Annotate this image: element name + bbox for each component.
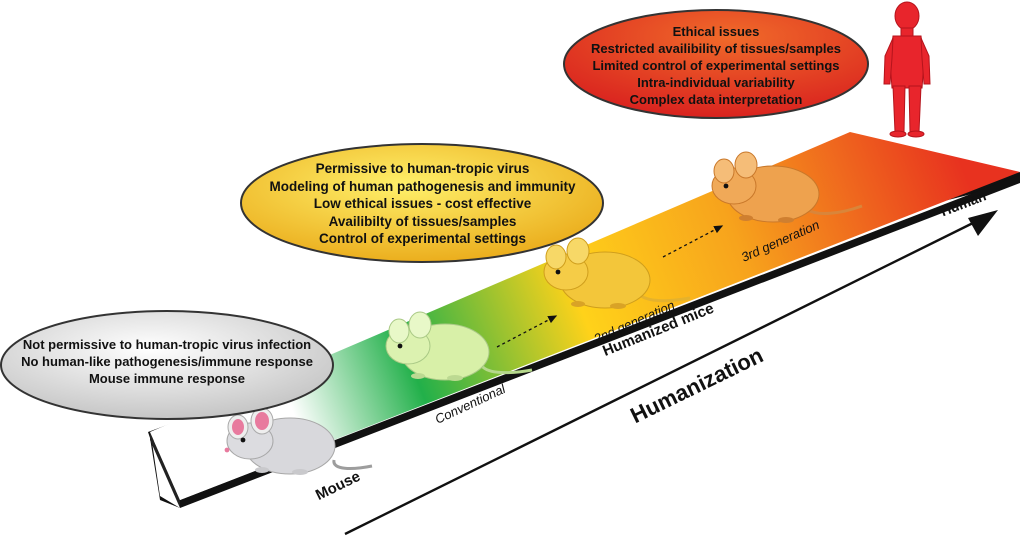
dashed-arrow-2 [662,225,724,258]
humanization-arrow [344,210,998,536]
platform [148,132,1020,508]
bubble-human-line: Complex data interpretation [629,92,803,107]
bubble-human-line: Ethical issues [672,24,760,39]
platform-front-edge [150,432,180,508]
bubble-shapes [0,9,869,420]
mouse-yellow [543,237,691,309]
bubble-mouse-line: No human-like pathogenesis/immune respon… [21,354,313,369]
bubble-human-line: Restricted availibility of tissues/sampl… [591,41,841,56]
mouse-gray [224,407,373,475]
platform-top [150,132,1020,500]
bubble-humanized-line: Low ethical issues - cost effective [313,196,532,211]
human-figure [883,1,931,138]
bubble-mouse-line: Not permissive to human-tropic virus inf… [22,337,312,352]
bubble-humanized-line: Permissive to human-tropic virus [315,161,530,176]
bubble-mouse-line: Mouse immune response [88,371,246,386]
dashed-arrow-1 [496,315,558,348]
bubble-humanized-line: Modeling of human pathogenesis and immun… [269,178,576,194]
mouse-pale-green [385,311,533,381]
bubble-humanized-text: Permissive to human-tropic virus Modelin… [250,160,595,248]
bubble-humanized-line: Availibilty of tissues/samples [328,213,517,229]
mouse-orange [711,151,863,223]
bubble-human-line: Limited control of experimental settings [592,58,840,73]
bubble-human-line: Intra-individual variability [637,75,795,90]
platform-right-edge [180,175,1020,508]
bubble-human-shape [563,9,869,119]
progression-arrows [496,225,724,348]
bubble-mouse-text: Not permissive to human-tropic virus inf… [8,336,326,387]
bubble-humanized-shape [240,143,604,263]
bubble-human-text: Ethical issues Restricted availibility o… [575,23,857,108]
bubble-mouse-shape [0,310,334,420]
bubble-humanized-line: Control of experimental settings [318,231,527,246]
platform-label-mouse: Mouse [313,468,363,504]
